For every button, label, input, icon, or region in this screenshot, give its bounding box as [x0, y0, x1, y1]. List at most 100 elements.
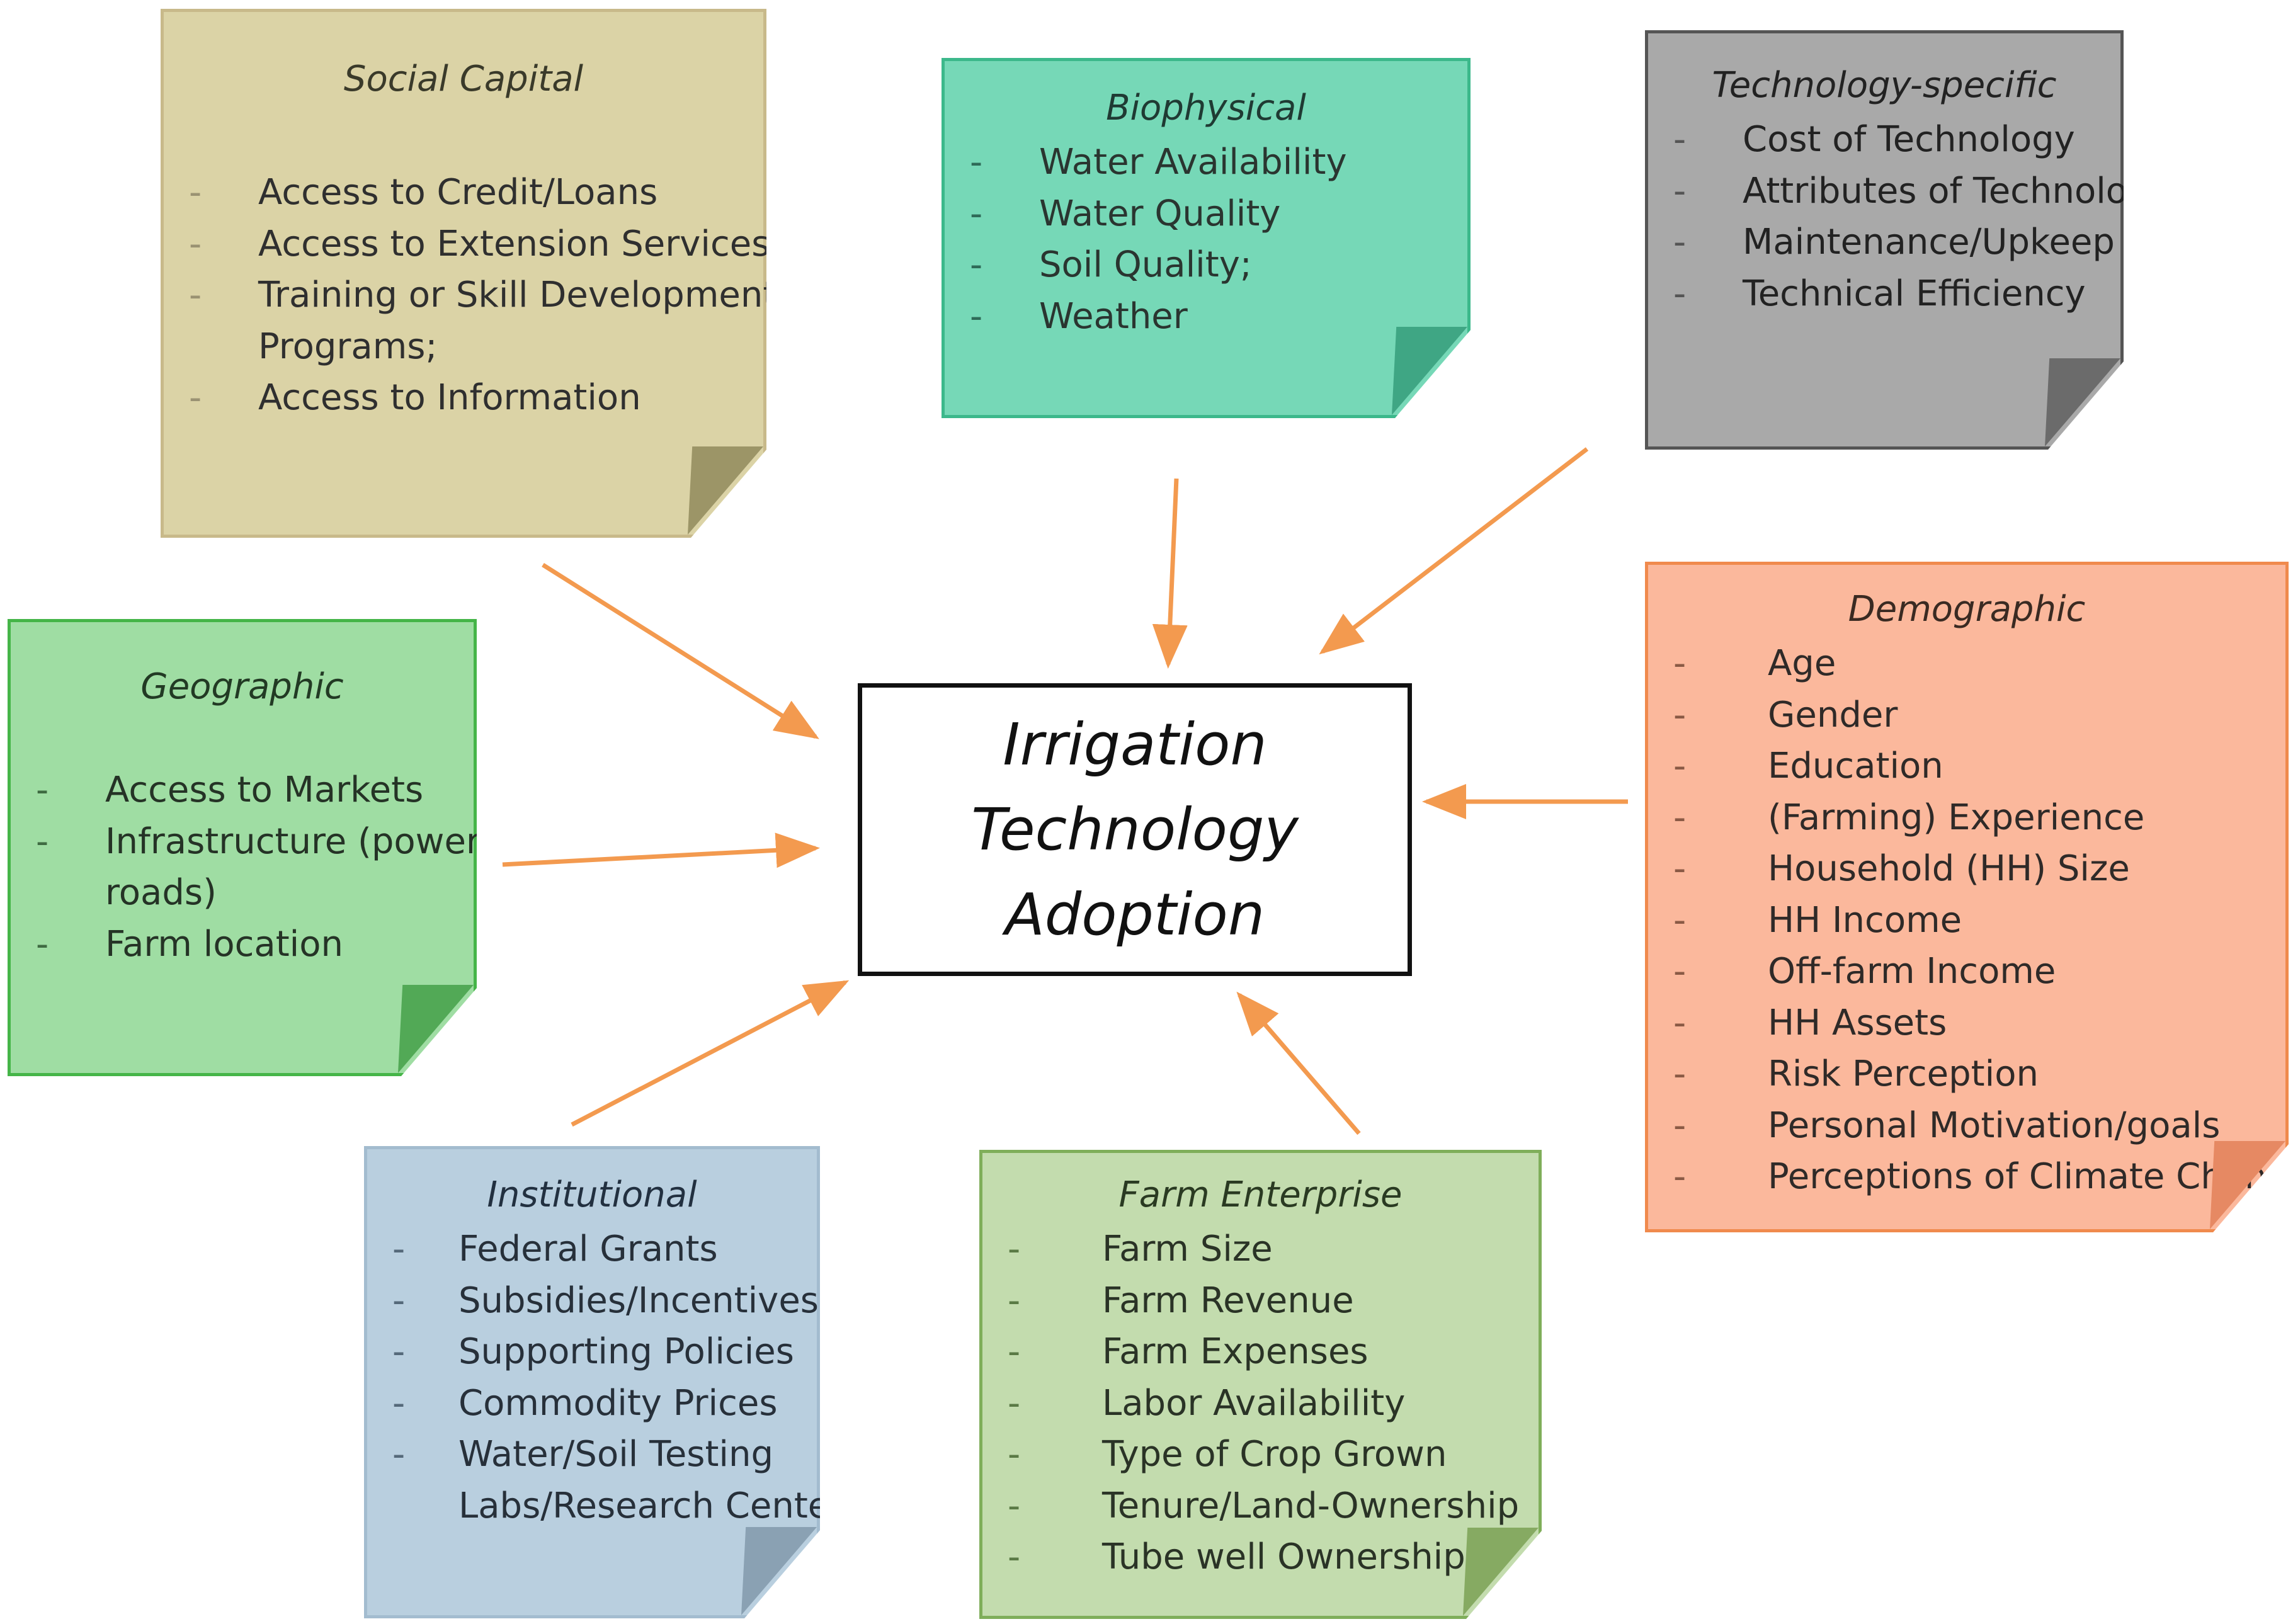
- list-item: -Gender: [1673, 690, 2293, 741]
- bullet-dash: -: [189, 223, 202, 264]
- list-item-text: Farm Size: [1102, 1229, 1273, 1269]
- list-item-text: Federal Grants: [458, 1229, 718, 1269]
- list-item: - Personal Motivation/goals: [1673, 1100, 2293, 1152]
- list-item: -Commodity Prices: [392, 1378, 862, 1429]
- center-line-2: Technology: [971, 796, 1299, 863]
- list-item-text: Programs;: [258, 326, 438, 367]
- list-item-text: Water/Soil Testing: [458, 1434, 774, 1475]
- biophysical-note: Biophysical -Water Availability-Water Qu…: [942, 58, 1471, 418]
- list-item-text: Technical Efficiency: [1743, 273, 2086, 314]
- list-item-text: Access to Credit/Loans: [258, 172, 658, 213]
- arrow-technology-specific: [1319, 447, 1589, 655]
- list-item: -Access to Information: [189, 372, 777, 424]
- bullet-dash: -: [970, 142, 983, 183]
- list-item: -Risk Perception: [1673, 1048, 2293, 1100]
- biophysical-title: Biophysical: [1106, 88, 1306, 128]
- irrigation-technology-adoption-box: Irrigation Technology Adoption: [858, 683, 1412, 976]
- list-item: -Weather: [970, 291, 1347, 343]
- bullet-dash: -: [36, 923, 49, 965]
- institutional-note: Institutional -Federal Grants-Subsidies/…: [364, 1146, 820, 1618]
- bullet-dash: -: [1673, 119, 1687, 160]
- social-capital-title: Social Capital: [343, 59, 584, 99]
- list-item: -Education: [1673, 741, 2293, 792]
- arrow-farm-enterprise: [1236, 991, 1361, 1135]
- list-item: -Infrastructure (power,roads): [36, 816, 492, 919]
- bullet-dash: -: [1008, 1536, 1021, 1577]
- farm-enterprise-title: Farm Enterprise: [1118, 1174, 1403, 1215]
- list-item-text: Type of Crop Grown: [1102, 1434, 1447, 1475]
- bullet-dash: -: [1008, 1434, 1021, 1475]
- farm-enterprise-list: -Farm Size-Farm Revenue-Farm Expenses-La…: [1008, 1224, 1519, 1583]
- list-item-text: roads): [105, 872, 217, 913]
- list-item-text: Training or Skill Development: [258, 275, 777, 315]
- list-item: -Federal Grants: [392, 1224, 862, 1275]
- list-item-text: Age: [1768, 643, 1836, 684]
- list-item-text: Access to Markets: [105, 769, 424, 810]
- demographic-list: -Age-Gender-Education-(Farming) Experien…: [1673, 638, 2293, 1203]
- list-item: -Cost of Technology: [1673, 114, 2171, 166]
- bullet-dash: -: [1008, 1331, 1021, 1372]
- list-item-text: Off-farm Income: [1768, 951, 2056, 992]
- bullet-dash: -: [970, 295, 983, 337]
- list-item: -Access to Credit/Loans: [189, 167, 777, 219]
- list-item: -Access to Markets: [36, 764, 492, 816]
- technology-specific-title: Technology-specific: [1712, 65, 2057, 106]
- list-item-text: Maintenance/Upkeep: [1743, 222, 2115, 263]
- list-item-text: Water Quality: [1039, 193, 1281, 234]
- list-item-text: HH Assets: [1768, 1002, 1947, 1043]
- bullet-dash: -: [1673, 746, 1687, 786]
- list-item-text: Personal Motivation/goals: [1768, 1104, 2221, 1146]
- list-item-text: Commodity Prices: [458, 1382, 778, 1424]
- bullet-dash: -: [1008, 1382, 1021, 1424]
- technology-specific-note: Technology-specific -Cost of Technology-…: [1645, 30, 2124, 450]
- bullet-dash: -: [1673, 273, 1687, 314]
- demographic-note: Demographic -Age-Gender-Education-(Farmi…: [1645, 562, 2289, 1232]
- list-item: -Soil Quality;: [970, 239, 1347, 291]
- demographic-title: Demographic: [1848, 589, 2086, 630]
- bullet-dash: -: [1673, 899, 1687, 941]
- list-item: -Household (HH) Size: [1673, 843, 2293, 895]
- list-item: - Farm location: [36, 919, 492, 970]
- geographic-title: Geographic: [140, 666, 344, 707]
- bullet-dash: -: [1673, 848, 1687, 889]
- list-item: - Access to Extension Services: [189, 219, 777, 270]
- list-item-text: Farm Revenue: [1102, 1280, 1354, 1321]
- list-item-text: Access to Extension Services: [258, 223, 770, 264]
- bullet-dash: -: [1673, 1104, 1687, 1146]
- arrow-geographic: [502, 832, 820, 868]
- list-item-text: Tube well Ownership: [1102, 1536, 1465, 1577]
- bullet-dash: -: [1673, 797, 1687, 838]
- social-capital-list: -Access to Credit/Loans-Access to Extens…: [189, 167, 777, 424]
- list-item: - Water Quality: [970, 188, 1347, 240]
- list-item: - Technical Efficiency: [1673, 268, 2171, 320]
- list-item: -Subsidies/Incentives: [392, 1275, 862, 1327]
- arrow-biophysical: [1152, 478, 1188, 669]
- list-item-text: (Farming) Experience: [1768, 797, 2145, 838]
- geographic-list: -Access to Markets-Infrastructure (power…: [36, 764, 492, 970]
- list-item-text: Gender: [1768, 694, 1898, 735]
- list-item-text: Tenure/Land-Ownership: [1102, 1485, 1520, 1526]
- list-item-text: Risk Perception: [1768, 1053, 2039, 1094]
- list-item-text: Perceptions of Climate Change: [1768, 1156, 2293, 1197]
- bullet-dash: -: [970, 193, 983, 234]
- list-item-text: Labor Availability: [1102, 1382, 1406, 1424]
- bullet-dash: -: [1008, 1280, 1021, 1321]
- list-item: -Maintenance/Upkeep: [1673, 217, 2171, 268]
- bullet-dash: -: [1673, 1002, 1687, 1043]
- list-item: -Farm Expenses: [1008, 1326, 1519, 1378]
- center-line-1: Irrigation: [1003, 711, 1267, 778]
- geographic-note: Geographic -Access to Markets-Infrastruc…: [8, 619, 477, 1076]
- bullet-dash: -: [189, 275, 202, 315]
- bullet-dash: -: [189, 377, 202, 418]
- list-item: - (Farming) Experience: [1673, 792, 2293, 844]
- bullet-dash: -: [1673, 170, 1687, 212]
- list-item-text: Farm location: [105, 923, 343, 965]
- arrow-social-capital: [542, 563, 819, 739]
- list-item-text: Supporting Policies: [458, 1331, 794, 1372]
- bullet-dash: -: [1008, 1229, 1021, 1269]
- bullet-dash: -: [1673, 951, 1687, 992]
- bullet-dash: -: [1673, 1156, 1687, 1197]
